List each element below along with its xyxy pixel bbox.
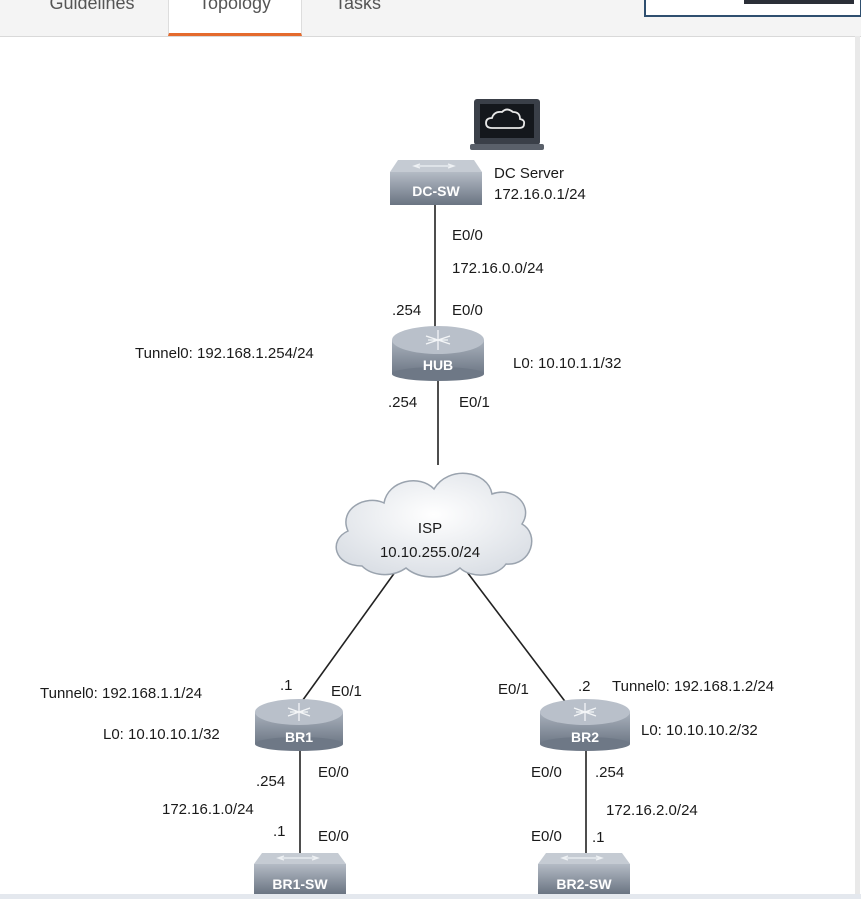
dc-server[interactable]: DC Server 172.16.0.1/24 (470, 99, 586, 203)
hub-254-top-label: .254 (392, 302, 421, 319)
dcsw-e00-label: E0/0 (452, 227, 483, 244)
br1-254-label: .254 (256, 773, 285, 790)
panel-scroll-edge (855, 36, 860, 899)
hub-e00-label: E0/0 (452, 302, 483, 319)
br2-e00-label: E0/0 (531, 764, 562, 781)
link-isp-br1 (299, 567, 399, 705)
router-icon (392, 326, 484, 381)
br1-label: BR1 (285, 729, 313, 745)
hub-254-bottom-label: .254 (388, 394, 417, 411)
br1-router[interactable]: BR1 (255, 699, 343, 751)
br1-e01-label: E0/1 (331, 683, 362, 700)
links (299, 205, 587, 858)
link-isp-br2 (463, 567, 568, 705)
cloud-server-icon (470, 99, 544, 150)
net-172-16-2-label: 172.16.2.0/24 (606, 802, 698, 819)
dc-server-label: DC Server (494, 165, 564, 182)
cloud-icon (335, 472, 533, 578)
router-icon (255, 699, 343, 751)
tab-topology[interactable]: Topology (168, 0, 302, 36)
br2-dot2-label: .2 (578, 678, 591, 695)
tab-guidelines[interactable]: Guidelines (22, 0, 162, 36)
isp-label: ISP (418, 520, 442, 537)
br2sw-e00-label: E0/0 (531, 828, 562, 845)
switch-icon (538, 853, 630, 894)
tab-tasks-label: Tasks (334, 0, 381, 13)
br1sw-dot1-label: .1 (273, 823, 286, 840)
br1sw-e00-label: E0/0 (318, 828, 349, 845)
tab-bar: Guidelines Topology Tasks (0, 0, 861, 37)
bottom-edge (0, 894, 861, 899)
net-172-16-0-label: 172.16.0.0/24 (452, 260, 544, 277)
switch-icon (390, 160, 482, 205)
br2-router[interactable]: BR2 (540, 699, 630, 751)
br1-sw-device[interactable]: BR1-SW (254, 853, 346, 894)
br2-254-label: .254 (595, 764, 624, 781)
br1-lo-label: L0: 10.10.10.1/32 (103, 726, 220, 743)
dc-sw-label: DC-SW (412, 183, 460, 199)
tab-topology-label: Topology (198, 0, 272, 13)
br2-e01-label: E0/1 (498, 681, 529, 698)
hub-e01-label: E0/1 (459, 394, 490, 411)
hub-tunnel-label: Tunnel0: 192.168.1.254/24 (135, 345, 314, 362)
br2-sw-label: BR2-SW (556, 876, 612, 892)
hub-label: HUB (423, 357, 453, 373)
switch-icon (254, 853, 346, 894)
br2-tunnel-label: Tunnel0: 192.168.1.2/24 (612, 678, 774, 695)
dc-server-ip: 172.16.0.1/24 (494, 186, 586, 203)
tab-guidelines-label: Guidelines (49, 0, 135, 13)
tab-tasks[interactable]: Tasks (318, 0, 398, 36)
br1-dot1-label: .1 (280, 677, 293, 694)
br2sw-dot1-label: .1 (592, 829, 605, 846)
hub-router[interactable]: HUB (392, 326, 484, 381)
isp-subnet: 10.10.255.0/24 (380, 544, 480, 561)
br2-label: BR2 (571, 729, 599, 745)
br1-e00-label: E0/0 (318, 764, 349, 781)
br2-lo-label: L0: 10.10.10.2/32 (641, 722, 758, 739)
br1-tunnel-label: Tunnel0: 192.168.1.1/24 (40, 685, 202, 702)
br1-sw-label: BR1-SW (272, 876, 328, 892)
dc-sw-device[interactable]: DC-SW (390, 160, 482, 205)
hub-lo-label: L0: 10.10.1.1/32 (513, 355, 621, 372)
br2-sw-device[interactable]: BR2-SW (538, 853, 630, 894)
router-icon (540, 699, 630, 751)
net-172-16-1-label: 172.16.1.0/24 (162, 801, 254, 818)
preview-thumb (744, 0, 854, 4)
isp-cloud[interactable]: ISP 10.10.255.0/24 (335, 472, 533, 578)
